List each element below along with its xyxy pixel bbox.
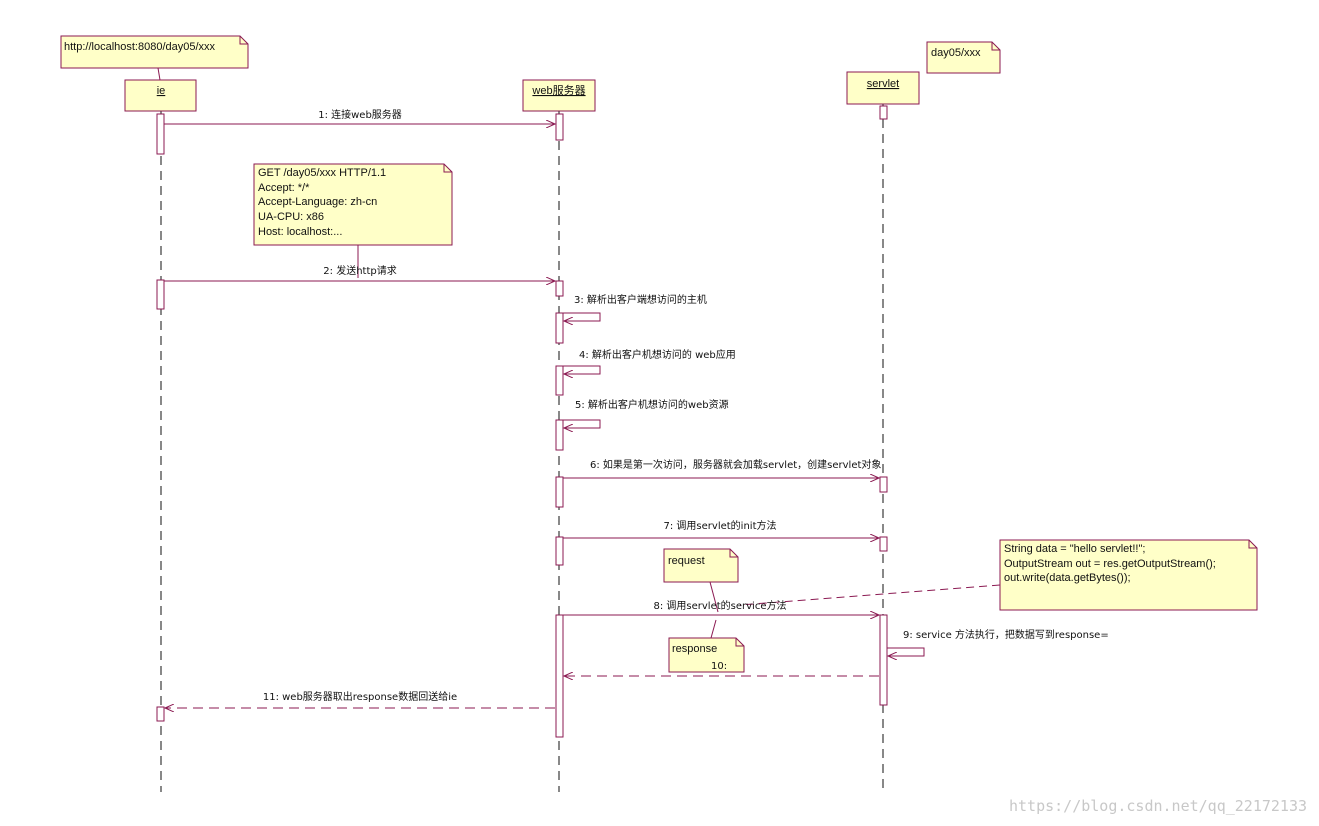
http-note-line-5: Host: localhost:... — [258, 226, 342, 238]
url-note-text: http://localhost:8080/day05/xxx — [64, 41, 216, 53]
servlet-activation-4 — [879, 614, 888, 706]
request-note: request — [663, 548, 739, 583]
url-note: http://localhost:8080/day05/xxx — [60, 35, 249, 69]
message-1: 1: 连接web服务器 — [164, 108, 555, 124]
ie-activation-1 — [156, 113, 165, 155]
request-note-text: request — [668, 555, 705, 567]
message-8-label: 8: 调用servlet的service方法 — [654, 599, 787, 612]
response-note-text: response — [672, 643, 717, 655]
message-8: 8: 调用servlet的service方法 — [563, 599, 879, 615]
message-10-label: 10: — [711, 661, 727, 672]
http-request-note: GET /day05/xxx HTTP/1.1 Accept: */* Acce… — [253, 163, 453, 246]
participant-servlet: servlet — [846, 71, 920, 105]
message-6-label: 6: 如果是第一次访问，服务器就会加载servlet，创建servlet对象 — [590, 458, 881, 471]
web-server-activation-6 — [555, 476, 564, 508]
participant-ie-label: ie — [157, 85, 166, 97]
web-server-activation-4 — [555, 365, 564, 396]
participant-web-server-label: web服务器 — [531, 84, 585, 97]
request-note-connector — [709, 581, 719, 613]
message-7: 7: 调用servlet的init方法 — [563, 519, 879, 538]
ie-activation-2 — [156, 279, 165, 310]
web-server-activation-2 — [555, 280, 564, 297]
ie-activation-3 — [156, 706, 165, 722]
http-note-line-4: UA-CPU: x86 — [258, 211, 324, 223]
response-note: response — [668, 637, 745, 673]
response-note-connector — [710, 619, 717, 639]
message-3-self: 3: 解析出客户端想访问的主机 — [563, 293, 707, 321]
message-1-label: 1: 连接web服务器 — [318, 108, 402, 121]
message-2: 2: 发送http请求 — [164, 264, 555, 281]
message-11-return: 11: web服务器取出response数据回送给ie — [165, 690, 555, 708]
participant-ie: ie — [124, 79, 197, 112]
message-11-label: 11: web服务器取出response数据回送给ie — [263, 690, 457, 703]
message-5-label: 5: 解析出客户机想访问的web资源 — [575, 398, 729, 411]
code-note-connector — [739, 584, 1001, 606]
web-server-activation-7 — [555, 536, 564, 566]
http-note-line-2: Accept: */* — [258, 182, 310, 194]
web-server-activation-8 — [555, 614, 564, 738]
message-5-self: 5: 解析出客户机想访问的web资源 — [563, 398, 729, 428]
message-2-label: 2: 发送http请求 — [323, 264, 396, 277]
path-note-text: day05/xxx — [931, 47, 981, 59]
url-note-connector — [157, 67, 161, 81]
code-note-line-2: OutputStream out = res.getOutputStream()… — [1004, 558, 1216, 570]
message-4-label: 4: 解析出客户机想访问的 web应用 — [579, 348, 736, 361]
web-server-activation-3 — [555, 312, 564, 344]
message-3-label: 3: 解析出客户端想访问的主机 — [574, 293, 707, 306]
web-server-activation-1 — [555, 113, 564, 141]
servlet-activation-3 — [879, 536, 888, 552]
servlet-activation-2 — [879, 476, 888, 493]
message-7-label: 7: 调用servlet的init方法 — [664, 519, 777, 532]
participant-servlet-label: servlet — [867, 78, 899, 90]
message-9-self: 9: service 方法执行，把数据写到response= — [887, 628, 1109, 656]
web-server-activation-5 — [555, 419, 564, 451]
servlet-activation-1 — [879, 105, 888, 120]
code-note: String data = "hello servlet!!"; OutputS… — [999, 539, 1258, 611]
message-10-return: 10: — [564, 661, 879, 676]
message-9-label: 9: service 方法执行，把数据写到response= — [903, 628, 1109, 641]
message-6: 6: 如果是第一次访问，服务器就会加载servlet，创建servlet对象 — [563, 458, 881, 478]
message-4-self: 4: 解析出客户机想访问的 web应用 — [563, 348, 736, 374]
code-note-line-3: out.write(data.getBytes()); — [1004, 572, 1131, 584]
http-note-line-3: Accept-Language: zh-cn — [258, 196, 377, 208]
path-note: day05/xxx — [926, 41, 1001, 74]
code-note-line-1: String data = "hello servlet!!"; — [1004, 543, 1145, 555]
participant-web-server: web服务器 — [522, 79, 596, 112]
http-note-line-1: GET /day05/xxx HTTP/1.1 — [258, 167, 386, 179]
watermark-text: https://blog.csdn.net/qq_22172133 — [1009, 797, 1307, 815]
